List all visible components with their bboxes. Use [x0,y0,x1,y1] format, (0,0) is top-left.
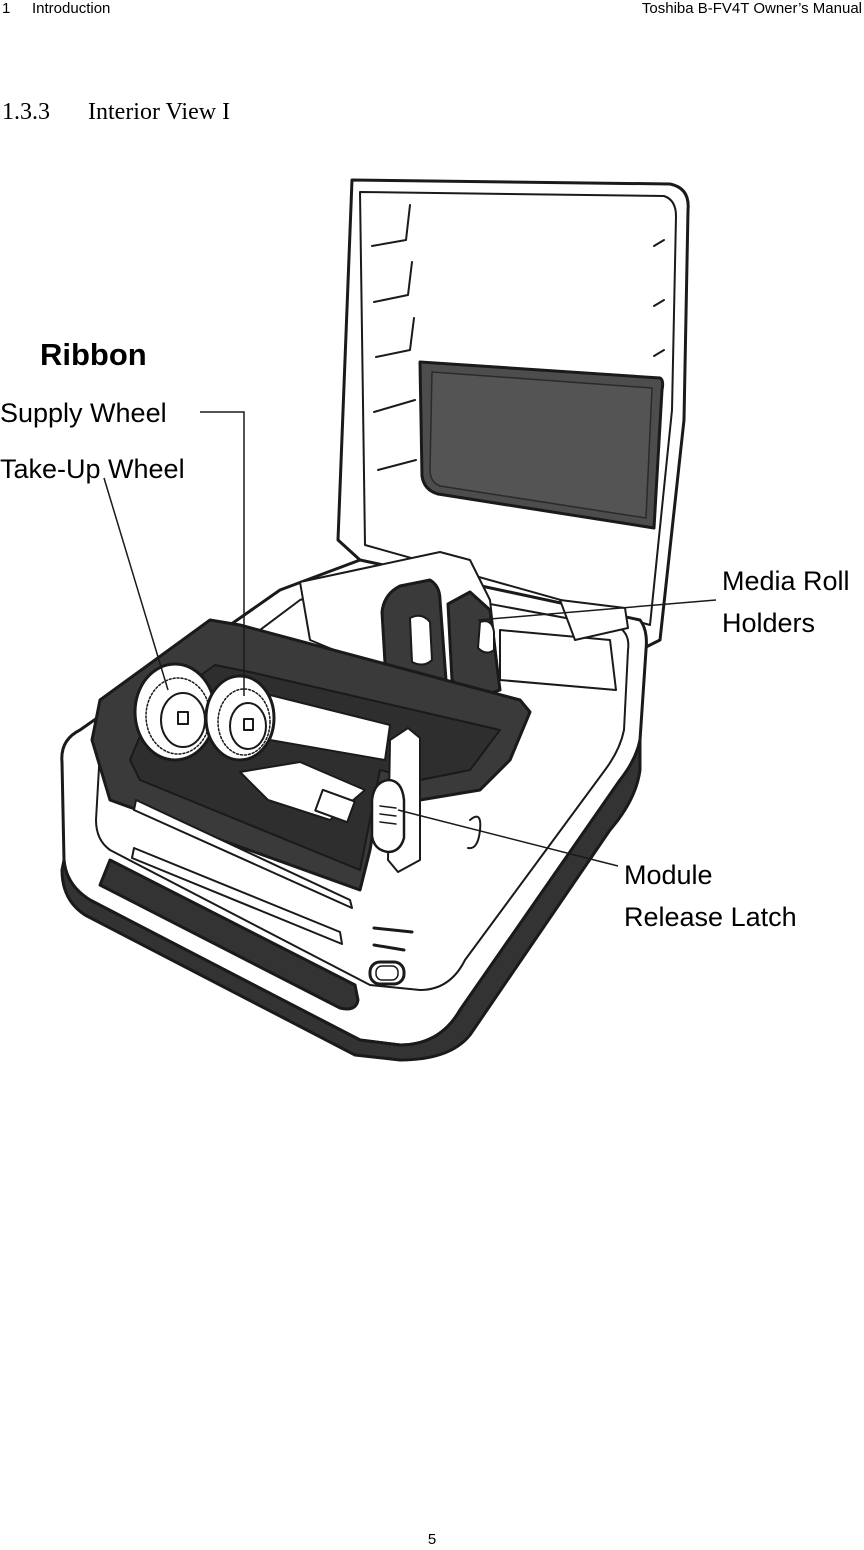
callout-media-roll-holders-line1: Media Roll [722,566,850,596]
section-title: Interior View I [88,99,231,125]
callout-media-roll-holders-line2: Holders [722,608,816,638]
callout-module-release-latch-line1: Module [624,860,713,890]
chapter-title: Introduction [32,0,111,17]
callout-module-release-latch-line2: Release Latch [624,902,797,932]
callout-ribbon: Ribbon [40,337,147,372]
chapter-number: 1 [2,0,11,17]
section-heading: 1.3.3 Interior View I [2,98,230,126]
callout-supply-wheel: Supply Wheel [0,398,167,428]
running-header-chapter: 1 Introduction [2,0,110,18]
page-number: 5 [427,1531,437,1548]
printer-interior-illustration [60,178,717,1062]
callout-take-up-wheel: Take-Up Wheel [0,454,185,484]
running-header-manual-title: Toshiba B-FV4T Owner’s Manual [641,0,862,17]
leader-media-roll-holders [477,599,717,621]
leader-module-release-latch [397,809,619,867]
top-cover [336,178,690,652]
take-up-wheel [133,662,217,762]
leader-supply-wheel [200,411,245,696]
leader-take-up-wheel [103,477,169,691]
section-number: 1.3.3 [2,99,50,125]
supply-wheel [204,674,276,762]
